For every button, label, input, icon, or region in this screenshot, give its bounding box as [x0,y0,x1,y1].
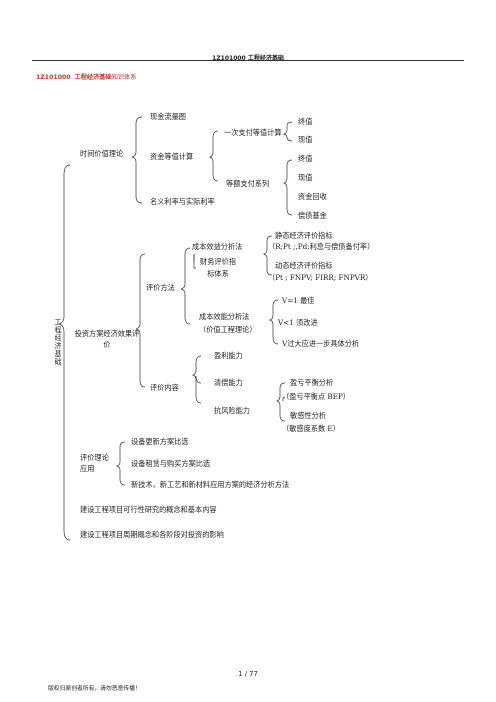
content-brace-top [191,355,202,384]
node-v2: V<1 须改进 [278,318,318,327]
node-risk: 抗风险能力 [214,406,250,415]
node-theory-app: 评价理论应用 [80,453,109,473]
node-dynamic-vals: （Pt ; FNPV; FIRR; FNPVR） [268,273,373,282]
node-rates: 名义利率与实际利率 [150,197,215,206]
node-eval-content: 评价内容 [150,383,179,392]
section-code: 1Z101000 [36,74,71,81]
node-v3: V过大应进一步具体分析 [282,339,360,348]
page-header: 1Z101000 工程经济基础 [212,55,284,62]
node-feasibility: 建设工程项目可行性研究的概念和基本内容 [80,505,217,514]
node-single-pay: 一次支付等值计算 [224,128,282,137]
node-cost-eff: 成本效能分析法 [199,312,250,321]
node-app2: 设备租赁与购买方案比选 [131,459,211,468]
root-brace [58,164,71,541]
node-fv2: 终值 [298,154,313,163]
content-brace-bottom [195,380,202,404]
node-lifecycle: 建设工程项目周期概念和各阶段对投资的影响 [80,530,224,539]
node-fv1: 终值 [298,117,313,126]
node-dynamic-idx: 动态经济评价指标 [275,261,333,270]
node-bep: （盈亏平衡点 BEP） [282,392,350,401]
root-label: 工程经济基础 [54,318,62,366]
node-solvency: 清偿能力 [214,378,243,387]
node-capital-recovery: 资金回收 [298,192,327,201]
header-rule [32,60,464,61]
section-suffix: 知识体系 [111,74,137,81]
node-value-eng: （价值工程理论） [199,325,257,334]
node-pv1: 现值 [298,135,313,144]
indices-brace [262,235,273,276]
risk-brace [275,382,286,422]
method-brace [180,247,191,325]
node-eval-method: 评价方法 [146,283,175,292]
node-app3: 新技术、新工艺和新材料应用方案的经济分析方法 [131,480,290,489]
node-sensitivity: 敏感性分析 [290,411,326,420]
node-v1: V=1 最佳 [282,296,315,305]
node-static-idx: 静态经济评价指标 [275,231,333,240]
section-title: 1Z101000 工程经济基础知识体系 [36,74,137,81]
section-name: 工程经济基础 [74,74,112,81]
node-equiv-calc: 资金等值计算 [150,152,194,161]
single-pay-brace [282,121,293,142]
node-profit: 盈利能力 [214,351,243,360]
invest-brace [135,253,146,388]
node-equal-pay: 等额支付系列 [226,179,270,188]
equiv-brace [208,130,219,182]
node-cost-benefit: 成本效益分析法 [192,242,243,251]
node-invest-eval: 投资方案经济效果评价 [74,329,140,349]
node-time-value: 时间价值理论 [80,149,124,158]
node-fin-eval: 财务评价指标体系 [200,257,236,278]
ve-brace [268,299,279,345]
node-cash-flow: 现金流量图 [150,112,186,121]
node-static-vals: （R;Pt ;,Pd;利息与偿债备付率） [268,242,375,251]
node-app1: 设备更新方案比选 [131,437,189,446]
node-breakeven: 盈亏平衡分析 [290,378,334,387]
node-pv2: 现值 [298,173,313,182]
node-sinking-fund: 偿债基金 [298,211,327,220]
page-number: 1 / 77 [238,670,258,678]
app-brace [115,441,126,486]
equal-pay-brace [282,159,293,216]
copyright-notice: 版权归原创者所有，请勿恶意传播！ [48,686,141,692]
node-sens-coef: （敏感度系数 E） [282,424,340,433]
time-value-brace [131,116,143,204]
